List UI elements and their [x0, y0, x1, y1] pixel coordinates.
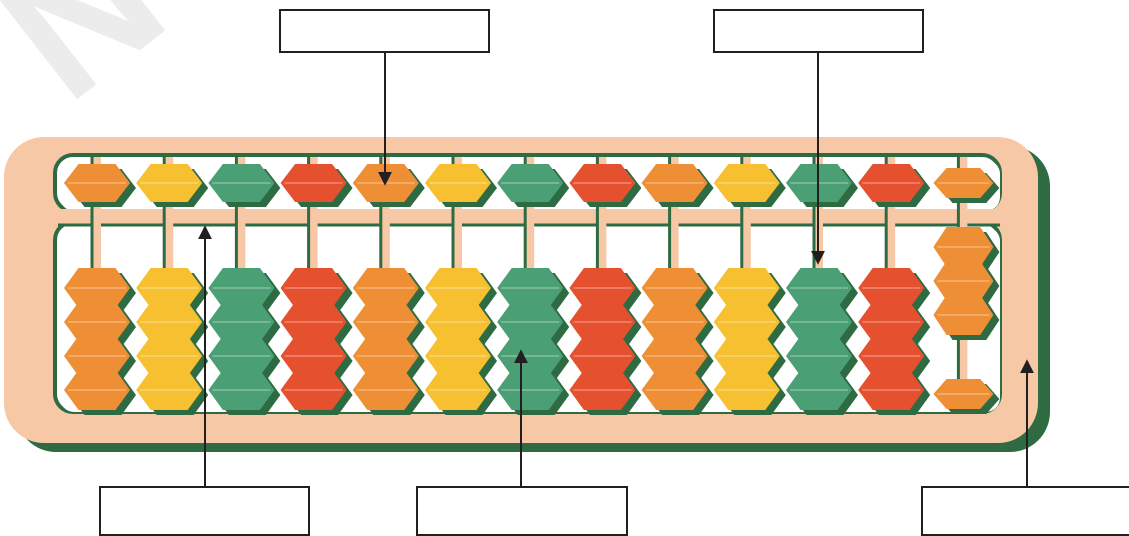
lower-bead-8-2 — [569, 302, 636, 342]
lower-bead-1-4 — [64, 370, 130, 410]
label-box-rod[interactable] — [416, 486, 628, 536]
upper-bead-7 — [497, 164, 564, 202]
lower-bead-11-2 — [786, 302, 852, 342]
lower-bead-5-4 — [352, 370, 419, 410]
lower-bead-8-3 — [569, 336, 636, 376]
lower-bead-5-2 — [352, 302, 419, 342]
lower-bead-3-3 — [208, 336, 275, 376]
lower-bead-11-4 — [786, 370, 852, 410]
label-box-frame[interactable] — [921, 486, 1129, 536]
lower-bead-10-4 — [713, 370, 780, 410]
upper-bead-9 — [641, 164, 708, 202]
lower-bead-12-3 — [858, 336, 925, 376]
lower-bead-7-3 — [497, 336, 564, 376]
lower-bead-7-4 — [497, 370, 564, 410]
upper-bead-12 — [858, 164, 925, 202]
lower-bead-2-4 — [136, 370, 203, 410]
lower-bead-1-3 — [64, 336, 130, 376]
lower-bead-4-4 — [280, 370, 347, 410]
lower-bead-10-3 — [713, 336, 780, 376]
upper-bead-1 — [64, 164, 130, 202]
lower-bead-13-2 — [933, 261, 994, 301]
lower-bead-11-3 — [786, 336, 852, 376]
upper-bead-4 — [280, 164, 347, 202]
upper-bead-6 — [425, 164, 491, 202]
lower-bead-7-1 — [497, 268, 564, 308]
lower-bead-5-3 — [352, 336, 419, 376]
lower-bead-3-4 — [208, 370, 275, 410]
lower-bead-12-1 — [858, 268, 925, 308]
upper-bead-3 — [208, 164, 275, 202]
lower-bead-6-1 — [425, 268, 491, 308]
lower-bead-2-1 — [136, 268, 203, 308]
upper-bead-13 — [933, 168, 994, 198]
label-box-lower-bead[interactable] — [713, 9, 924, 53]
lower-bead-9-3 — [641, 336, 708, 376]
lower-bead-8-4 — [569, 370, 636, 410]
lower-bead-3-2 — [208, 302, 275, 342]
lower-bead-6-4 — [425, 370, 491, 410]
label-box-upper-bead[interactable] — [279, 9, 490, 53]
upper-bead-8 — [569, 164, 636, 202]
lower-bead-13-3 — [933, 295, 994, 335]
lower-bead-12-2 — [858, 302, 925, 342]
lower-bead-6-2 — [425, 302, 491, 342]
lower-bead-1-1 — [64, 268, 130, 308]
lower-bead-12-4 — [858, 370, 925, 410]
lower-bead-4-1 — [280, 268, 347, 308]
lower-bead-9-4 — [641, 370, 708, 410]
lower-bead-7-2 — [497, 302, 564, 342]
lower-bead-2-3 — [136, 336, 203, 376]
lower-bead-13-4 — [933, 379, 994, 409]
lower-bead-5-1 — [352, 268, 419, 308]
upper-bead-10 — [713, 164, 780, 202]
lower-bead-6-3 — [425, 336, 491, 376]
label-box-beam[interactable] — [99, 486, 310, 536]
lower-bead-10-2 — [713, 302, 780, 342]
lower-bead-9-2 — [641, 302, 708, 342]
lower-bead-11-1 — [786, 268, 852, 308]
lower-bead-13-1 — [933, 227, 994, 267]
lower-bead-4-3 — [280, 336, 347, 376]
lower-bead-3-1 — [208, 268, 275, 308]
lower-bead-1-2 — [64, 302, 130, 342]
lower-bead-9-1 — [641, 268, 708, 308]
lower-bead-4-2 — [280, 302, 347, 342]
lower-bead-2-2 — [136, 302, 203, 342]
lower-bead-10-1 — [713, 268, 780, 308]
upper-bead-2 — [136, 164, 203, 202]
lower-bead-8-1 — [569, 268, 636, 308]
